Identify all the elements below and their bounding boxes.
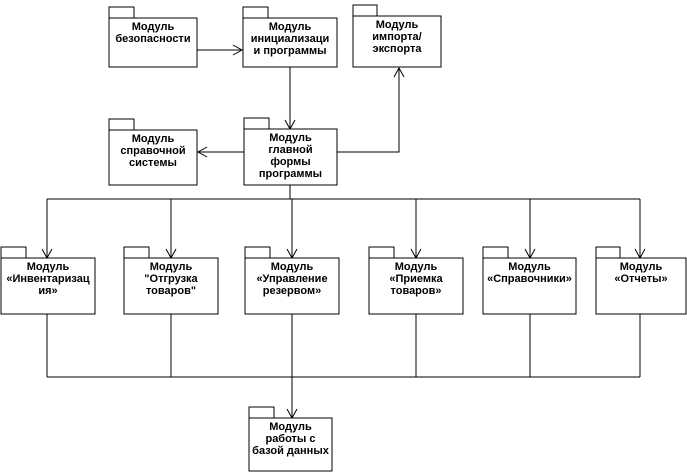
module-label-line: Модуль	[271, 261, 314, 273]
package-body	[108, 17, 198, 68]
module-label-line: Модуль	[395, 261, 438, 273]
module-label-line: Модуль	[620, 261, 663, 273]
module-label-line: формы	[270, 156, 310, 168]
package-tab	[108, 118, 135, 131]
arrow-main-to-import	[337, 68, 400, 153]
module-label-line: программы	[259, 168, 322, 180]
module-label-line: инициализаци	[251, 33, 330, 45]
module-label-line: системы	[129, 157, 177, 169]
module-label-line: «Инвентаризац	[6, 273, 89, 285]
package-body	[243, 128, 338, 186]
package-tab	[0, 246, 27, 259]
module-label-line: Модуль	[150, 261, 193, 273]
package-body	[368, 257, 464, 315]
module-label-line: резервом»	[263, 285, 321, 297]
package-tab	[244, 246, 271, 259]
package-tab	[352, 4, 378, 17]
module-label-line: Модуль	[269, 132, 312, 144]
package-body	[123, 257, 219, 315]
module-label-line: работы с	[265, 433, 315, 445]
arrow-head-icon	[232, 44, 244, 56]
package-body	[244, 257, 340, 315]
module-label-line: безопасности	[115, 33, 190, 45]
module-label-line: «Справочники»	[487, 273, 572, 285]
package-tab	[108, 6, 135, 19]
module-label-line: Модуль	[132, 133, 175, 145]
module-label-line: «Приемка	[389, 273, 443, 285]
connectors	[41, 44, 646, 420]
module-label-line: и программы	[254, 45, 327, 57]
package-tab	[368, 246, 395, 259]
arrow-head-icon	[196, 146, 208, 158]
module-label-line: экспорта	[373, 43, 423, 55]
references-module: Модуль«Справочники»	[482, 246, 577, 315]
module-label-line: импорта/	[372, 31, 421, 43]
package-body	[0, 257, 96, 315]
module-label-line: «Управление	[256, 273, 327, 285]
module-label-line: Модуль	[269, 421, 312, 433]
package-tab	[243, 117, 270, 130]
package-tab	[123, 246, 150, 259]
package-body	[242, 17, 338, 68]
module-label-line: Модуль	[376, 19, 419, 31]
module-label-line: главной	[268, 144, 312, 156]
package-body	[352, 15, 442, 68]
package-tab	[482, 246, 509, 259]
reports-module: Модуль«Отчеты»	[595, 246, 687, 315]
arrow-head-icon	[393, 66, 405, 78]
package-body	[108, 129, 198, 186]
module-label-line: Модуль	[508, 261, 551, 273]
package-tab	[595, 246, 621, 259]
module-label-line: ия»	[38, 285, 57, 297]
package-body	[482, 257, 577, 315]
module-label-line: базой данных	[252, 445, 330, 457]
package-body	[248, 417, 333, 472]
module-label-line: Модуль	[132, 21, 175, 33]
module-label-line: Модуль	[27, 261, 70, 273]
module-label-line: «Отчеты»	[614, 273, 667, 285]
module-label-line: "Отгрузка	[144, 273, 198, 285]
module-label-line: Модуль	[269, 21, 312, 33]
module-label-line: товаров"	[146, 285, 196, 297]
module-label-line: товаров»	[390, 285, 441, 297]
package-tab	[242, 6, 269, 19]
package-body	[595, 257, 687, 315]
package-tab	[248, 406, 275, 419]
module-label-line: справочной	[120, 145, 185, 157]
